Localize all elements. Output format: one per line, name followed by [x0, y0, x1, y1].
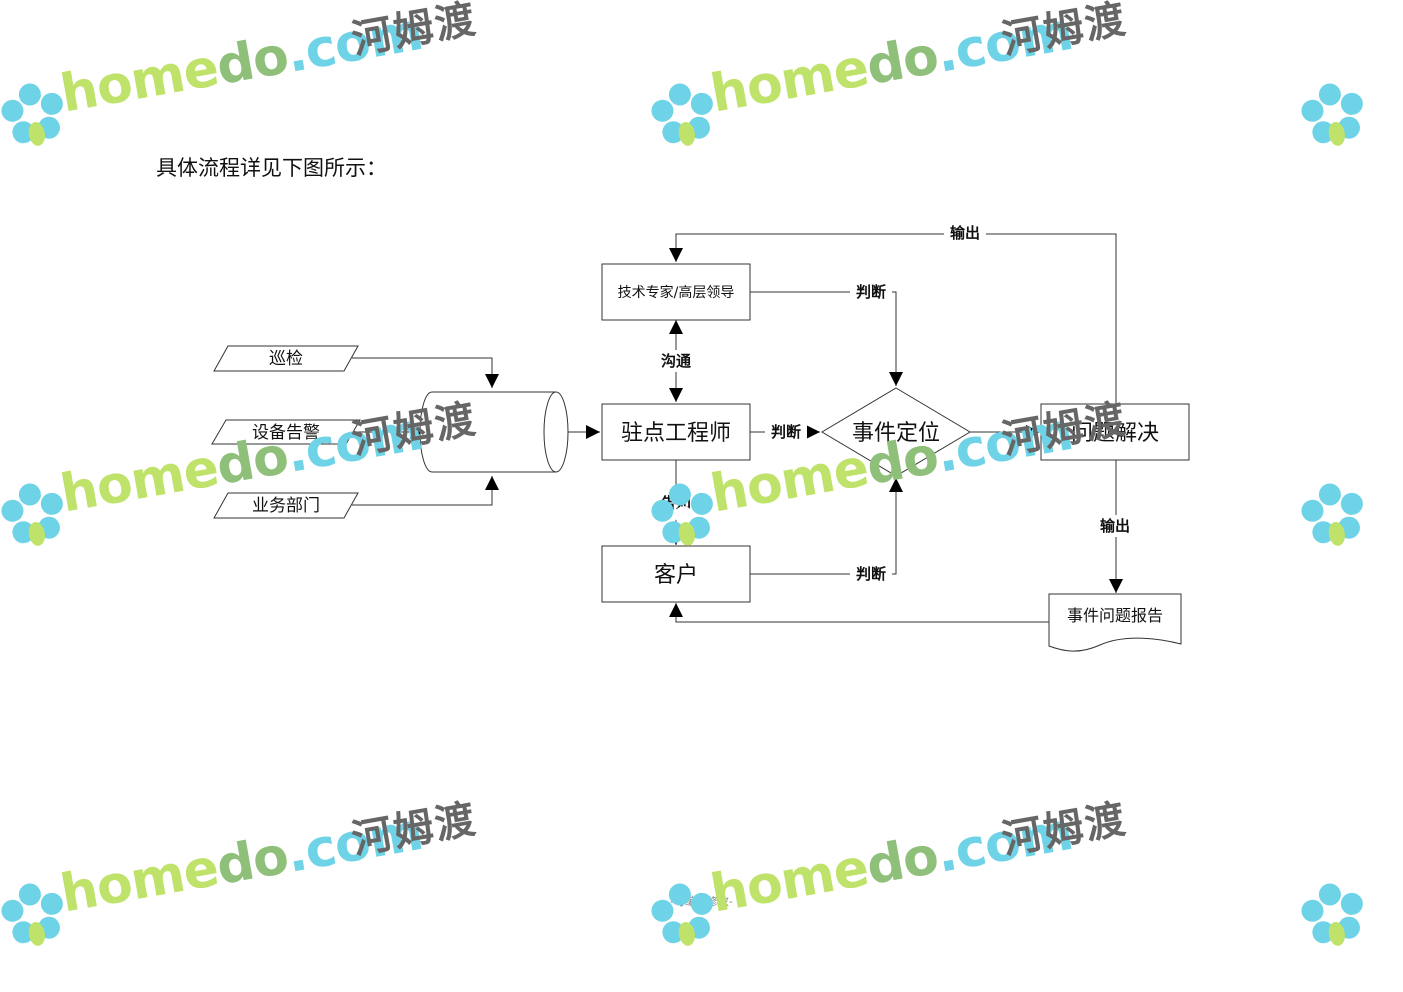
edge-label-judge-engineer: 判断 — [771, 423, 801, 441]
edge-label-output-report: 输出 — [1100, 517, 1130, 535]
edge-label-communicate: 沟通 — [661, 352, 691, 370]
edge-label-judge-customer: 判断 — [856, 565, 886, 583]
input-alarm-shape — [211, 419, 361, 445]
node-report-label: 事件问题报告 — [1067, 606, 1163, 625]
edge-solve-expert — [669, 233, 1117, 404]
node-inspection-label: 巡检 — [269, 349, 303, 369]
node-engineer-box — [601, 403, 751, 461]
node-expert-label: 技术专家/高层领导 — [618, 284, 735, 301]
edge-report-customer — [669, 603, 1050, 623]
node-locate-label: 事件定位 — [852, 421, 940, 446]
edge-expert-locate — [750, 291, 903, 386]
node-report-doc — [1048, 593, 1182, 652]
edge-label-notify: 告知 — [661, 494, 691, 512]
footer-text: -可编辑修改- — [670, 895, 733, 908]
input-inspection-shape — [213, 345, 359, 372]
node-engineer-label: 驻点工程师 — [621, 421, 731, 446]
input-business-shape — [213, 492, 359, 519]
node-locate-diamond — [821, 387, 971, 477]
node-solve-box — [1040, 403, 1190, 461]
node-solve-label: 问题解决 — [1071, 421, 1159, 446]
intro-text: 具体流程详见下图所示： — [156, 156, 387, 180]
edge-label-judge-expert: 判断 — [856, 283, 886, 301]
node-business-label: 业务部门 — [252, 496, 320, 516]
edge-inspection-cylinder — [352, 357, 499, 388]
node-customer-box — [601, 545, 751, 603]
edge-customer-locate — [750, 478, 903, 575]
collector-cylinder — [419, 391, 569, 473]
node-customer-label: 客户 — [654, 563, 698, 588]
node-alarm-label: 设备告警 — [252, 423, 320, 443]
node-expert-box — [601, 263, 751, 321]
edge-business-cylinder — [352, 476, 499, 506]
edge-label-output-top: 输出 — [950, 224, 980, 242]
